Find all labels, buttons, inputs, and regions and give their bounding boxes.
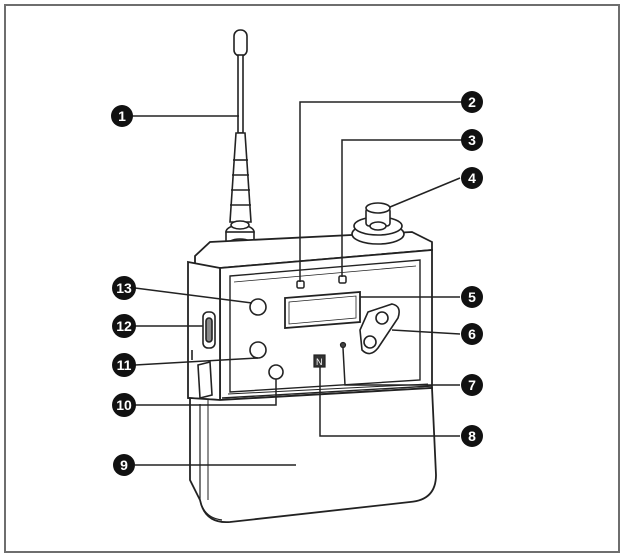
callout-3: 3	[461, 129, 483, 151]
power-switch	[191, 311, 216, 400]
svg-text:5: 5	[468, 289, 476, 305]
display-window	[284, 291, 361, 329]
callout-8: 8	[461, 425, 483, 447]
svg-text:2: 2	[468, 94, 476, 110]
svg-text:3: 3	[468, 132, 476, 148]
callout-6: 6	[461, 323, 483, 345]
svg-text:4: 4	[468, 170, 476, 186]
callout-7: 7	[461, 374, 483, 396]
callout-2: 2	[461, 91, 483, 113]
svg-text:1: 1	[118, 108, 126, 124]
callout-5: 5	[461, 286, 483, 308]
callout-4: 4	[461, 167, 483, 189]
svg-text:6: 6	[468, 326, 476, 342]
svg-text:8: 8	[468, 428, 476, 444]
set-keys	[359, 303, 400, 355]
audio-input-connector	[351, 202, 405, 245]
callout-13: 13	[112, 276, 136, 300]
panel-buttons	[249, 298, 284, 380]
callout-11: 11	[112, 353, 136, 377]
callout-12: 12	[112, 314, 136, 338]
callout-1: 1	[111, 105, 133, 127]
callout-10: 10	[112, 393, 136, 417]
nfc-mark: N	[313, 341, 347, 368]
leader-lines	[132, 101, 462, 466]
svg-text:10: 10	[116, 397, 132, 413]
svg-text:13: 13	[116, 280, 132, 296]
antenna	[225, 29, 255, 254]
callout-9: 9	[113, 454, 135, 476]
svg-text:12: 12	[116, 318, 132, 334]
svg-text:N: N	[316, 357, 323, 367]
svg-text:9: 9	[120, 457, 128, 473]
svg-text:7: 7	[468, 377, 476, 393]
svg-text:11: 11	[117, 357, 132, 373]
